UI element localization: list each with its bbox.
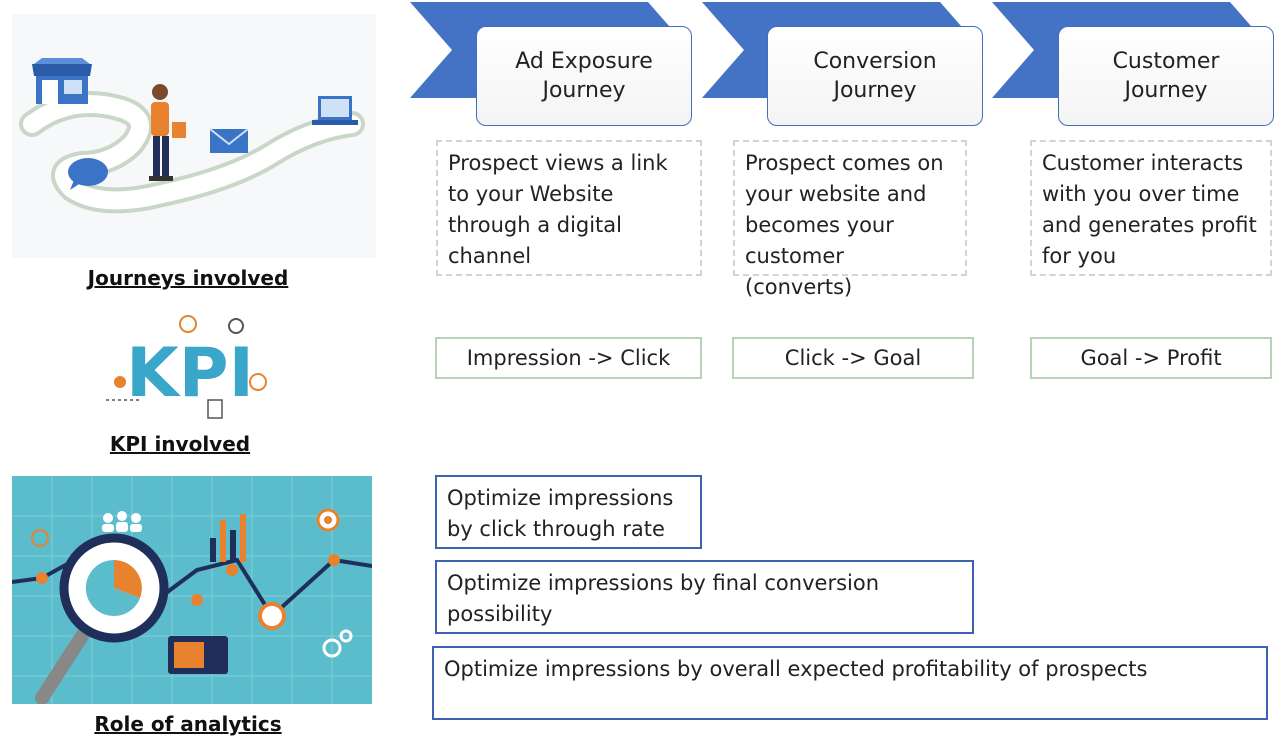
analytics-role-profitability: Optimize impressions by overall expected…	[432, 646, 1268, 720]
road-map-icon	[19, 58, 365, 214]
kpi-illustration: KPI	[100, 312, 280, 426]
stage-description-ad-exposure: Prospect views a link to your Website th…	[436, 140, 702, 276]
analytics-label: Role of analytics	[94, 712, 282, 736]
magnifier-analytics-icon	[12, 476, 372, 704]
kpi-customer: Goal -> Profit	[1030, 337, 1272, 379]
chat-bubble-icon	[68, 158, 108, 190]
analytics-role-conversion: Optimize impressions by final conversion…	[435, 560, 974, 634]
stage-description-conversion: Prospect comes on your website and becom…	[733, 140, 967, 299]
kpi-label: KPI involved	[109, 432, 251, 456]
analytics-role-ctr: Optimize impressions by click through ra…	[435, 475, 702, 549]
stage-title-ad-exposure: Ad Exposure Journey	[476, 26, 692, 126]
journeys-label: Journeys involved	[87, 266, 289, 290]
stage-description-customer: Customer interacts with you over time an…	[1030, 140, 1272, 276]
kpi-conversion: Click -> Goal	[732, 337, 974, 379]
kpi-logo-icon: KPI	[106, 315, 267, 419]
svg-text:KPI: KPI	[126, 334, 254, 413]
laptop-icon	[312, 96, 358, 125]
person-icon	[149, 84, 186, 181]
analytics-illustration	[12, 476, 372, 704]
store-icon	[32, 58, 92, 104]
kpi-ad-exposure: Impression -> Click	[435, 337, 702, 379]
stage-title-customer: Customer Journey	[1058, 26, 1274, 126]
stage-title-conversion: Conversion Journey	[767, 26, 983, 126]
envelope-icon	[209, 128, 249, 153]
journey-illustration	[12, 14, 376, 258]
